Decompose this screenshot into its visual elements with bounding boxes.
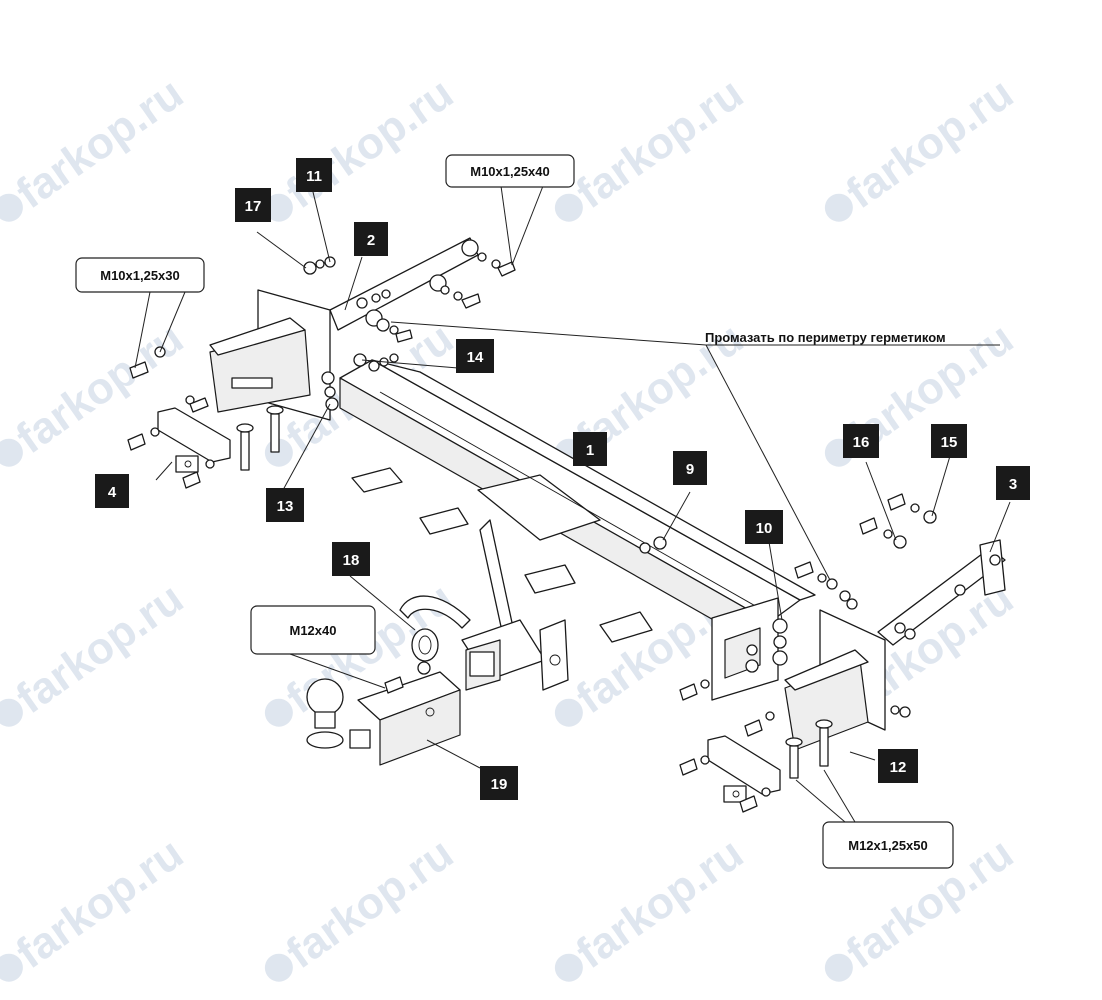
callout-1: 1 bbox=[573, 432, 607, 466]
callout-3: 3 bbox=[996, 466, 1030, 500]
tow-ball-mount bbox=[306, 671, 461, 766]
sealant-note: Промазать по периметру герметиком bbox=[705, 330, 946, 345]
spec-text: M10x1,25x30 bbox=[100, 268, 180, 283]
callout-19: 19 bbox=[480, 766, 518, 800]
watermark: farkop.ru bbox=[568, 829, 752, 979]
callout-number: 3 bbox=[1009, 476, 1017, 493]
main-cross-beam bbox=[339, 359, 816, 701]
callout-number: 9 bbox=[686, 461, 694, 478]
callout-9: 9 bbox=[673, 451, 707, 485]
callout-number: 4 bbox=[108, 484, 117, 501]
callout-number: 14 bbox=[467, 349, 484, 366]
hitch-pin-clip bbox=[399, 595, 471, 662]
callout-number: 17 bbox=[245, 198, 262, 215]
watermark: farkop.ru bbox=[568, 69, 752, 219]
receiver-assembly bbox=[461, 519, 569, 691]
spec-label-m12x50: M12x1,25x50 bbox=[822, 821, 954, 869]
watermark: farkop.ru bbox=[8, 829, 192, 979]
spec-label-m12x40: M12x40 bbox=[250, 605, 376, 655]
left-mount-plate bbox=[157, 407, 231, 473]
fastener-hardware bbox=[127, 252, 937, 813]
callout-10: 10 bbox=[745, 510, 783, 544]
callout-17: 17 bbox=[235, 188, 271, 222]
callout-15: 15 bbox=[931, 424, 967, 458]
callout-number: 16 bbox=[853, 434, 870, 451]
spec-text: M10x1,25x40 bbox=[470, 164, 550, 179]
callout-14: 14 bbox=[456, 339, 494, 373]
leader-lines bbox=[134, 185, 1011, 823]
spec-text: M12x40 bbox=[290, 623, 337, 638]
callout-number: 19 bbox=[491, 776, 508, 793]
callout-12: 12 bbox=[878, 749, 918, 783]
callout-number: 15 bbox=[941, 434, 958, 451]
watermark: farkop.ru bbox=[8, 69, 192, 219]
callout-number: 10 bbox=[756, 520, 773, 537]
right-mount-plate bbox=[707, 735, 781, 803]
spec-text: M12x1,25x50 bbox=[848, 838, 928, 853]
callout-number: 11 bbox=[306, 168, 322, 185]
callout-13: 13 bbox=[266, 488, 304, 522]
watermark: farkop.ru bbox=[8, 314, 192, 464]
callout-2: 2 bbox=[354, 222, 388, 256]
right-side-bracket bbox=[784, 539, 1006, 751]
callout-number: 12 bbox=[890, 759, 907, 776]
callout-number: 1 bbox=[586, 442, 594, 459]
watermark: farkop.ru bbox=[838, 69, 1022, 219]
left-side-bracket bbox=[209, 237, 479, 421]
callout-number: 2 bbox=[367, 232, 375, 249]
watermark: farkop.ru bbox=[8, 574, 192, 724]
callout-18: 18 bbox=[332, 542, 370, 576]
callout-number: 18 bbox=[343, 552, 360, 569]
watermark: farkop.ru bbox=[278, 829, 462, 979]
watermark: farkop.ru bbox=[278, 69, 462, 219]
callout-11: 11 bbox=[296, 158, 332, 192]
callout-number: 13 bbox=[277, 498, 294, 515]
spec-label-m10x40: M10x1,25x40 bbox=[445, 154, 575, 188]
spec-label-m10x30: M10x1,25x30 bbox=[75, 257, 205, 293]
callout-4: 4 bbox=[95, 474, 129, 508]
callout-16: 16 bbox=[843, 424, 879, 458]
